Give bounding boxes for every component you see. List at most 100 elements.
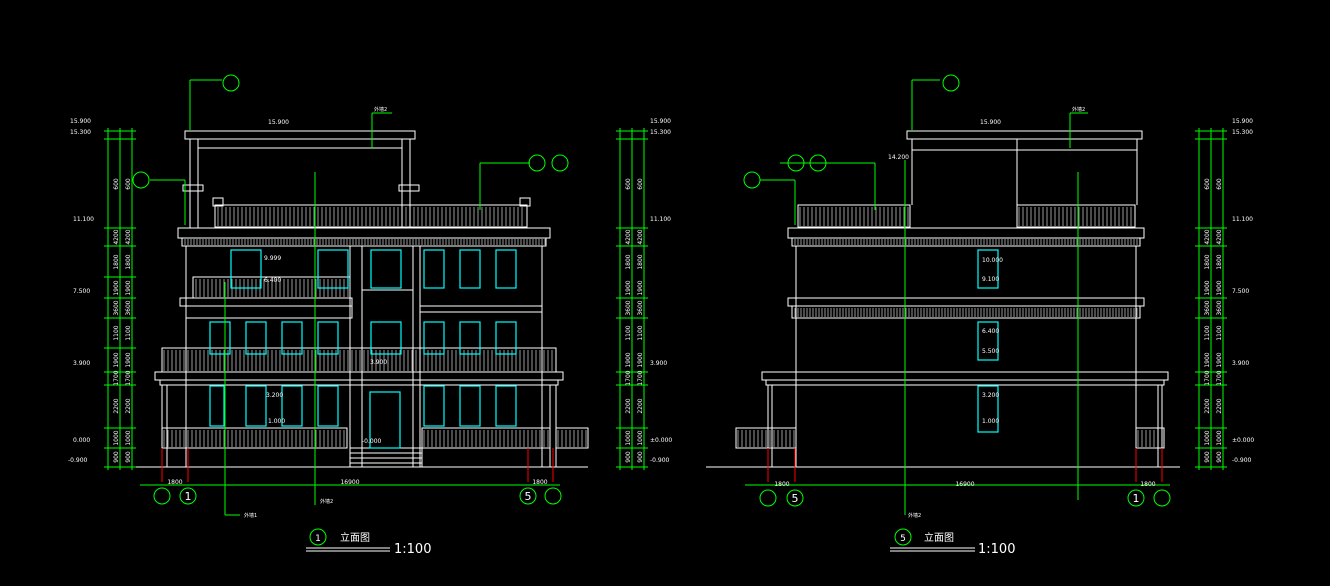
window xyxy=(281,321,303,355)
dimension-value: 1900 xyxy=(125,352,132,367)
window xyxy=(495,385,517,427)
svg-text:6.400: 6.400 xyxy=(264,277,281,284)
note-top: 外墙2 xyxy=(374,106,387,113)
note-bottom: 外墙1 xyxy=(244,512,257,519)
windows-left xyxy=(209,249,517,449)
dimension-value: 3600 xyxy=(113,300,120,315)
windows-right xyxy=(977,249,999,433)
window xyxy=(209,321,231,355)
svg-text:15.300: 15.300 xyxy=(650,129,671,136)
dimension-value: 4200 xyxy=(637,229,644,244)
dimension-value: 1900 xyxy=(1204,280,1211,295)
elevations-right: 15.900 15.300 11.100 7.500 3.900 ±0.000 … xyxy=(888,118,1254,464)
dimension-value: 600 xyxy=(113,178,120,190)
dimension-value: 1900 xyxy=(113,280,120,295)
svg-text:15.300: 15.300 xyxy=(70,129,91,136)
axis-bubble xyxy=(544,487,562,505)
svg-text:0.000: 0.000 xyxy=(73,437,90,444)
dimension-ticks-right xyxy=(1195,130,1227,468)
dimension-value: 3600 xyxy=(1204,300,1211,315)
svg-text:±0.000: ±0.000 xyxy=(1232,437,1254,444)
dimension-value: 1000 xyxy=(1216,430,1223,445)
svg-text:15.900: 15.900 xyxy=(650,118,671,125)
svg-text:-0.900: -0.900 xyxy=(650,457,670,464)
dimension-value: 900 xyxy=(113,451,120,463)
dimension-value: 1900 xyxy=(125,280,132,295)
window xyxy=(317,385,339,427)
dimension-value: 3600 xyxy=(125,300,132,315)
svg-text:-0.900: -0.900 xyxy=(68,457,88,464)
svg-text:6.400: 6.400 xyxy=(982,328,999,335)
dimension-value: 900 xyxy=(637,451,644,463)
svg-text:3.900: 3.900 xyxy=(370,359,387,366)
roof-cornice xyxy=(184,130,416,140)
title-circle-label: 5 xyxy=(900,534,906,544)
svg-text:11.100: 11.100 xyxy=(650,216,671,223)
axis-bubbles-right xyxy=(743,74,1171,546)
dimensions-left xyxy=(107,79,645,516)
note-bottom: 外墙2 xyxy=(908,512,921,519)
svg-text:-0.900: -0.900 xyxy=(1232,457,1252,464)
svg-text:15.900: 15.900 xyxy=(980,119,1001,126)
axis-bubbles-left xyxy=(132,74,569,546)
dimension-value: 2200 xyxy=(113,398,120,413)
dimension-value: 1000 xyxy=(125,430,132,445)
balustrade-rails-left xyxy=(163,207,587,447)
dimension-value: 600 xyxy=(1216,178,1223,190)
dimension-value: 4200 xyxy=(113,229,120,244)
dimension-value: 600 xyxy=(637,178,644,190)
dimension-value: 2200 xyxy=(625,398,632,413)
window xyxy=(459,385,481,427)
svg-text:-0.000: -0.000 xyxy=(362,438,382,445)
window xyxy=(369,391,401,449)
window xyxy=(495,249,517,289)
svg-text:15.900: 15.900 xyxy=(1232,118,1253,125)
note-bottom-2: 外墙2 xyxy=(320,498,333,505)
detail-bubble xyxy=(528,154,546,172)
svg-text:3.200: 3.200 xyxy=(266,392,283,399)
window xyxy=(423,321,445,355)
window xyxy=(245,385,267,427)
svg-text:5.500: 5.500 xyxy=(982,348,999,355)
detail-bubble xyxy=(787,154,805,172)
svg-text:15.900: 15.900 xyxy=(268,119,289,126)
dimension-value: 1800 xyxy=(1216,254,1223,269)
elevations-left: 15.900 15.300 11.100 7.500 3.900 0.000 -… xyxy=(68,118,672,464)
dimension-value: 1700 xyxy=(637,370,644,385)
dimension-value: 4200 xyxy=(625,229,632,244)
dimension-value: 1100 xyxy=(625,325,632,340)
svg-text:14.200: 14.200 xyxy=(888,154,909,161)
dimension-value: 1700 xyxy=(625,370,632,385)
window xyxy=(423,385,445,427)
dimension-value: 900 xyxy=(1204,451,1211,463)
svg-text:3.900: 3.900 xyxy=(73,360,90,367)
drawing-title: 立面图 xyxy=(924,531,954,544)
dimension-value: 900 xyxy=(1216,451,1223,463)
window xyxy=(281,385,303,427)
bay-right: 1800 xyxy=(1140,481,1155,488)
dimension-value: 900 xyxy=(625,451,632,463)
dimension-value: 3600 xyxy=(625,300,632,315)
axis-lines-left xyxy=(161,448,554,482)
detail-bubble xyxy=(551,154,569,172)
dimension-value: 2200 xyxy=(1204,398,1211,413)
svg-text:15.300: 15.300 xyxy=(1232,129,1253,136)
dimension-value: 1900 xyxy=(1216,280,1223,295)
svg-text:11.100: 11.100 xyxy=(73,216,94,223)
drawing-scale: 1:100 xyxy=(978,542,1015,557)
window xyxy=(245,321,267,355)
dimension-value: 4200 xyxy=(1216,229,1223,244)
dimension-value: 1800 xyxy=(637,254,644,269)
dimension-value: 3600 xyxy=(637,300,644,315)
axis-bubble xyxy=(1127,489,1145,507)
detail-bubble xyxy=(809,154,827,172)
dimension-value: 1800 xyxy=(1204,254,1211,269)
axis-bubble xyxy=(519,487,537,505)
dimension-text-left: 600 4200 1800 1900 3600 1100 1900 1700 2200 1000 9… xyxy=(113,178,644,463)
top-balustrade xyxy=(214,204,528,228)
bay-right: 1800 xyxy=(532,479,547,486)
dimension-value: 1800 xyxy=(125,254,132,269)
svg-text:9.999: 9.999 xyxy=(264,255,281,262)
dimension-value: 1900 xyxy=(1204,352,1211,367)
